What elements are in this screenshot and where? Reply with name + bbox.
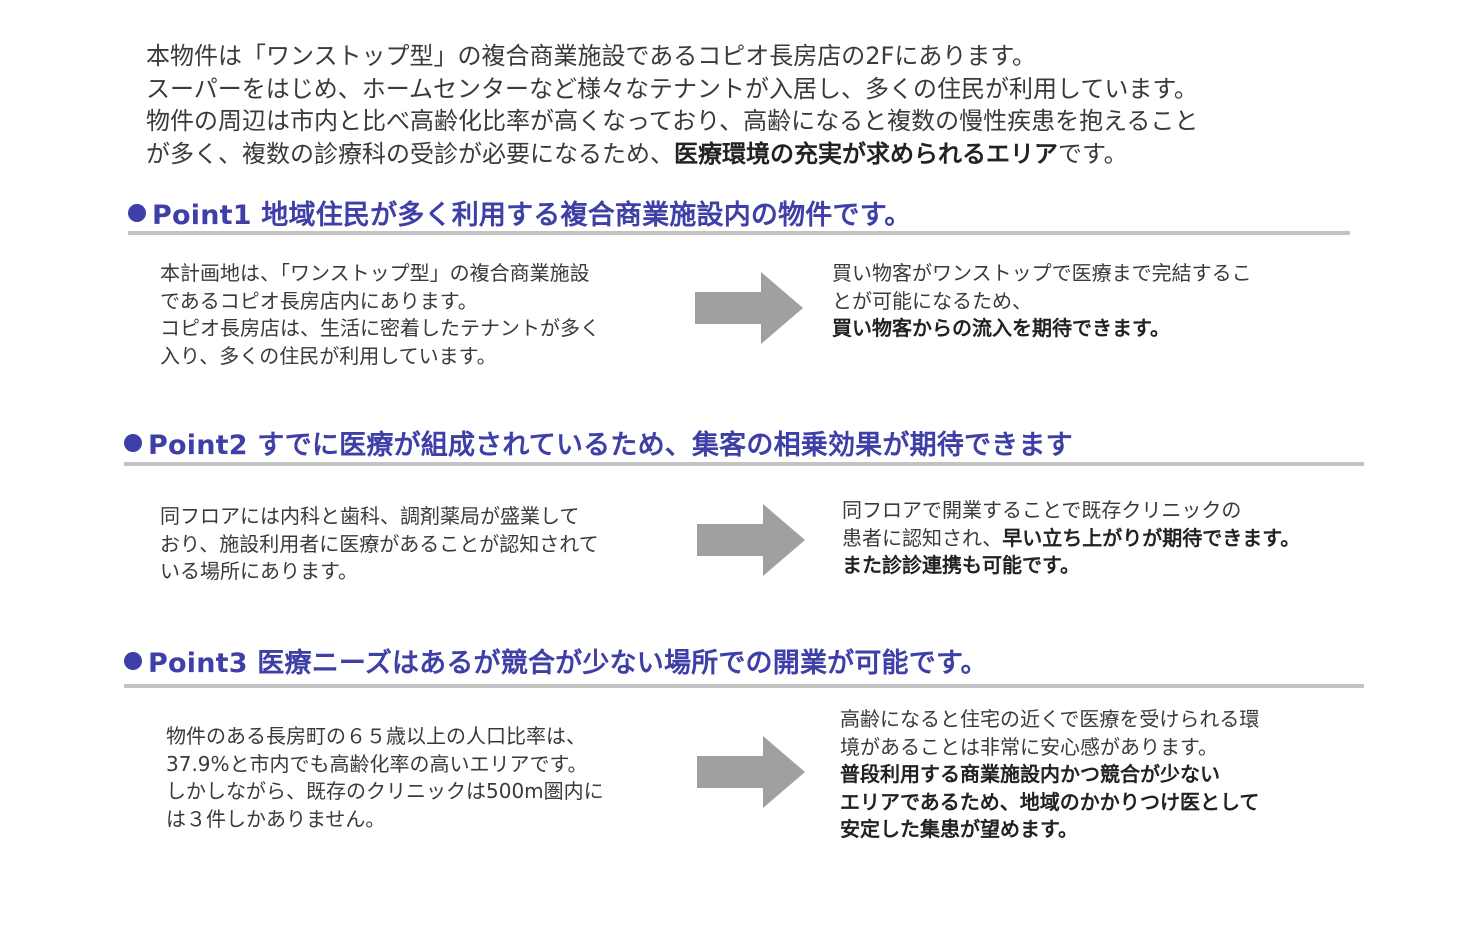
point2-title: Point2 すでに医療が組成されているため、集客の相乗効果が期待できます (148, 430, 1073, 461)
point2-condition: 同フロアには内科と歯科、調剤薬局が盛業して おり、施設利用者に医療があることが認… (160, 503, 599, 586)
benefit-emphasis: 安定した集患が望めます。 (840, 817, 1078, 841)
text-line: とが可能になるため、 (832, 288, 1032, 313)
point3-divider (124, 684, 1364, 688)
point2-benefit: 同フロアで開業することで既存クリニックの 患者に認知され、早い立ち上がりが期待で… (842, 497, 1300, 580)
benefit-emphasis: 早い立ち上がりが期待できます。 (1002, 525, 1301, 550)
text-line: 境があることは非常に安心感があります。 (840, 734, 1218, 759)
benefit-emphasis: 買い物客からの流入を期待できます。 (832, 316, 1170, 340)
text-segment: 患者に認知され、 (842, 525, 1003, 550)
point1-divider (128, 231, 1350, 235)
text-line: は３件しかありません。 (166, 806, 386, 831)
intro-line: 本物件は「ワンストップ型」の複合商業施設であるコピオ長房店の2Fにあります。 (146, 42, 1036, 70)
intro-line: が多く、複数の診療科の受診が必要になるため、医療環境の充実が求められるエリアです… (146, 138, 1386, 171)
intro-emphasis: 医療環境の充実が求められるエリア (674, 139, 1058, 168)
point2-heading: Point2 すでに医療が組成されているため、集客の相乗効果が期待できます (124, 423, 1073, 462)
text-line: 入り、多くの住民が利用しています。 (160, 343, 497, 368)
intro-line: スーパーをはじめ、ホームセンターなど様々なテナントが入居し、多くの住民が利用して… (146, 74, 1198, 103)
benefit-emphasis: 普段利用する商業施設内かつ競合が少ない (840, 762, 1220, 786)
benefit-emphasis: エリアであるため、地域のかかりつけ医として (840, 789, 1260, 814)
right-arrow-icon (697, 736, 805, 808)
text-line: であるコピオ長房店内にあります。 (160, 288, 478, 313)
benefit-emphasis: また診診連携も可能です。 (842, 553, 1080, 577)
text-line: 物件のある長房町の６５歳以上の人口比率は、 (166, 724, 586, 748)
point1-title: Point1 地域住民が多く利用する複合商業施設内の物件です。 (152, 200, 912, 231)
bullet-dot-icon (128, 204, 146, 222)
text-line: 患者に認知され、早い立ち上がりが期待できます。 (842, 525, 1300, 553)
intro-text: です。 (1058, 139, 1128, 168)
text-line: 買い物客がワンストップで医療まで完結するこ (832, 261, 1252, 285)
point1-condition: 本計画地は、「ワンストップ型」の複合商業施設 であるコピオ長房店内にあります。 … (160, 260, 600, 370)
text-line: おり、施設利用者に医療があることが認知されて (160, 531, 599, 556)
text-line: 同フロアで開業することで既存クリニックの (842, 498, 1242, 522)
point3-benefit: 高齢になると住宅の近くで医療を受けられる環 境があることは非常に安心感があります… (840, 706, 1259, 844)
text-line: 同フロアには内科と歯科、調剤薬局が盛業して (160, 504, 580, 528)
intro-text: が多く、複数の診療科の受診が必要になるため、 (146, 139, 674, 168)
point1-heading: Point1 地域住民が多く利用する複合商業施設内の物件です。 (128, 193, 911, 232)
text-line: 37.9%と市内でも高齢化率の高いエリアです。 (166, 751, 588, 776)
intro-paragraph: 本物件は「ワンストップ型」の複合商業施設であるコピオ長房店の2Fにあります。 ス… (146, 40, 1386, 170)
point3-heading: Point3 医療ニーズはあるが競合が少ない場所での開業が可能です。 (124, 641, 988, 680)
text-line: いる場所にあります。 (160, 559, 358, 583)
text-line: コピオ長房店は、生活に密着したテナントが多く (160, 316, 600, 340)
text-line: 本計画地は、「ワンストップ型」の複合商業施設 (160, 261, 590, 285)
text-line: 高齢になると住宅の近くで医療を受けられる環 (840, 707, 1260, 731)
point2-divider (124, 462, 1364, 466)
right-arrow-icon (695, 272, 803, 344)
right-arrow-icon (697, 504, 805, 576)
point3-condition: 物件のある長房町の６５歳以上の人口比率は、 37.9%と市内でも高齢化率の高いエ… (166, 723, 604, 833)
bullet-dot-icon (124, 434, 142, 452)
point1-benefit: 買い物客がワンストップで医療まで完結するこ とが可能になるため、 買い物客からの… (832, 260, 1252, 343)
intro-line: 物件の周辺は市内と比べ高齢化比率が高くなっており、高齢になると複数の慢性疾患を抱… (146, 107, 1199, 135)
text-line: しかしながら、既存のクリニックは500m圏内に (166, 779, 604, 803)
bullet-dot-icon (124, 652, 142, 670)
point3-title: Point3 医療ニーズはあるが競合が少ない場所での開業が可能です。 (148, 648, 988, 679)
